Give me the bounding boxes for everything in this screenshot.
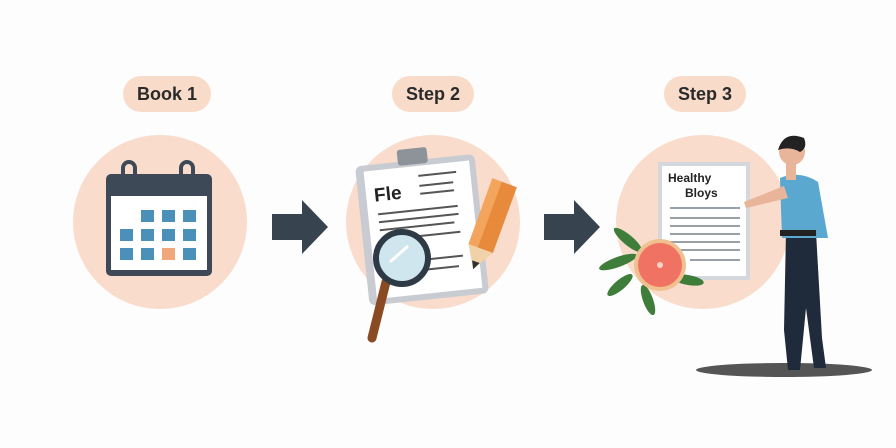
- calendar-day-cell: [162, 229, 175, 241]
- calendar-day-cell: [141, 248, 154, 260]
- grapefruit-icon: [634, 239, 686, 291]
- document-title: Fle: [373, 183, 402, 207]
- magnifier-icon: [367, 229, 431, 343]
- step-2-label: Step 2: [391, 76, 475, 112]
- calendar-day-cell: [141, 229, 154, 241]
- calendar-day-cell: [120, 229, 133, 241]
- person-icon: [696, 135, 872, 377]
- calendar-day-cell: [120, 248, 133, 260]
- clipboard-icon: Fle: [355, 147, 489, 306]
- pencil-icon: [468, 178, 517, 270]
- calendar-day-cell: [141, 210, 154, 222]
- calendar-day-cell: [183, 229, 196, 241]
- step-1-label: Book 1: [122, 76, 212, 112]
- calendar-day-cell: [183, 210, 196, 222]
- blog-title-line2: Bloys: [685, 186, 718, 200]
- arrow-right-icon: [272, 200, 328, 254]
- calendar-day-cell: [162, 210, 175, 222]
- blog-title-line1: Healthy: [668, 171, 712, 185]
- calendar-day-cell: [183, 248, 196, 260]
- calendar-day-cell: [162, 248, 175, 260]
- arrow-right-icon: [544, 200, 600, 254]
- step-3-label: Step 3: [663, 76, 747, 112]
- leaves-icon: [599, 227, 704, 316]
- calendar-icon: [106, 160, 212, 276]
